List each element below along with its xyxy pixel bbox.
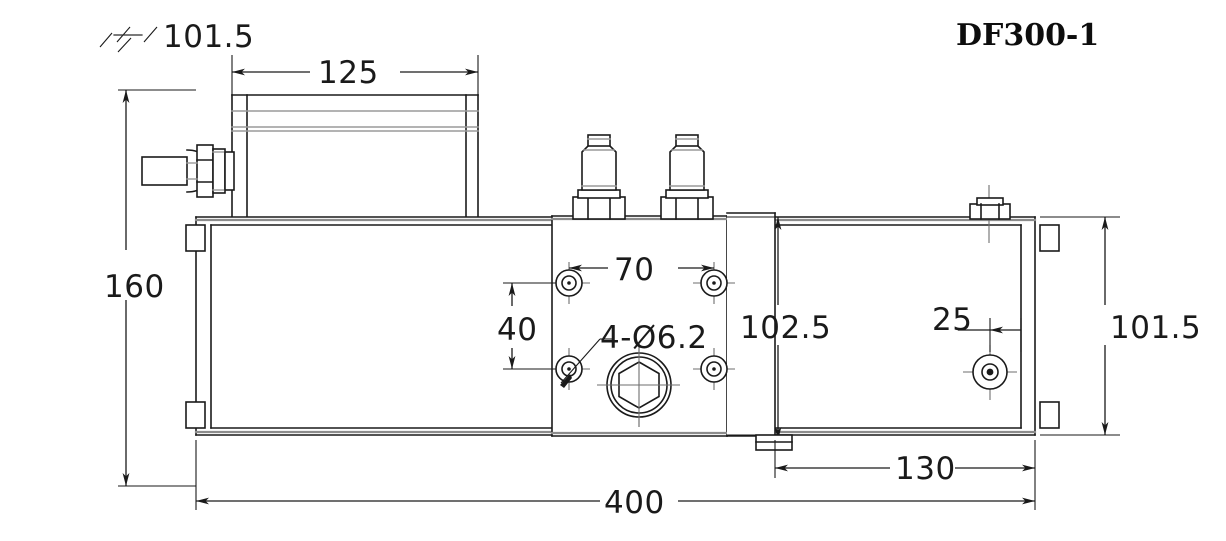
bottom-drain-fitting bbox=[755, 434, 793, 451]
dim-70-label: 70 bbox=[614, 252, 654, 288]
dim-25-group bbox=[958, 318, 1022, 352]
dim-160-label: 160 bbox=[104, 269, 165, 305]
side-port-right bbox=[963, 345, 1017, 400]
cable-gland-assembly bbox=[141, 144, 235, 198]
motor-housing bbox=[231, 94, 479, 218]
surface-finish-symbol bbox=[99, 26, 158, 53]
dim-130-group bbox=[774, 440, 1036, 478]
top-bolt-right bbox=[969, 185, 1011, 243]
dim-101-5-right-label: 101.5 bbox=[1110, 310, 1201, 346]
mounting-hole-top-right bbox=[693, 262, 735, 304]
hole-callout-leader bbox=[560, 338, 612, 388]
dim-40-label: 40 bbox=[497, 312, 537, 348]
mounting-hole-bottom-right bbox=[693, 348, 735, 390]
hex-port bbox=[597, 344, 680, 427]
surface-note-value: 101.5 bbox=[163, 19, 254, 55]
hole-callout-label: 4-Ø6.2 bbox=[600, 320, 708, 356]
valve-block-right-extension bbox=[726, 212, 776, 437]
dim-130-label: 130 bbox=[895, 451, 956, 487]
solenoid-coil-right bbox=[660, 134, 714, 220]
mounting-tab-bottom-left bbox=[185, 401, 206, 429]
dim-400-group bbox=[195, 440, 1036, 510]
mounting-tab-top-left bbox=[185, 224, 206, 252]
dim-101-5-right-group bbox=[1040, 216, 1120, 436]
dim-25-label: 25 bbox=[932, 302, 972, 338]
mounting-tab-top-right bbox=[1039, 224, 1060, 252]
dim-125-group bbox=[231, 55, 479, 100]
dim-400-label: 400 bbox=[604, 485, 665, 521]
dim-125-label: 125 bbox=[318, 55, 379, 91]
part-number-tag: DF300-1 bbox=[956, 18, 1099, 53]
dim-160-group bbox=[118, 89, 196, 487]
dim-40-group bbox=[503, 282, 556, 370]
dim-102-5-label: 102.5 bbox=[740, 310, 831, 346]
mounting-tab-bottom-right bbox=[1039, 401, 1060, 429]
solenoid-coil-left bbox=[572, 134, 626, 220]
